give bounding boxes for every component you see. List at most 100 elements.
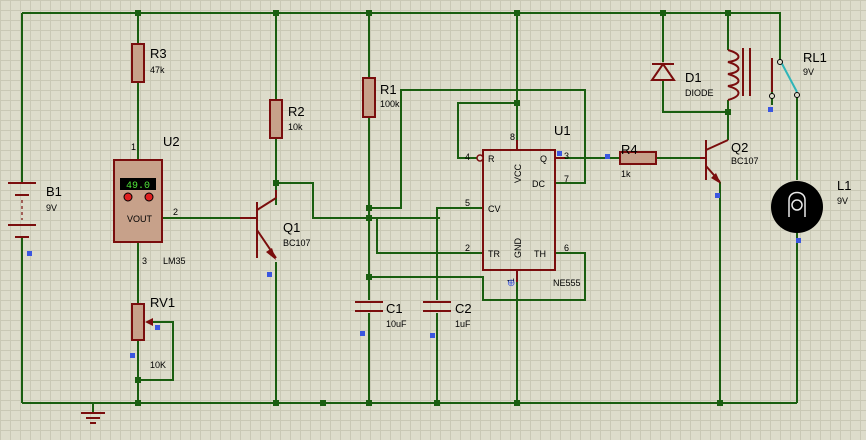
junction — [366, 205, 372, 211]
junction — [135, 377, 141, 383]
relay-rl1[interactable]: RL1 9V — [727, 48, 827, 112]
selection-marker — [605, 154, 610, 159]
rv1-ref: RV1 — [150, 295, 175, 310]
u1-pin-cv-label: CV — [488, 204, 501, 214]
junction — [366, 215, 372, 221]
u1-origin-icon: ⊕ — [507, 278, 515, 289]
u1-pin-gnd-label: GND — [513, 238, 523, 259]
rl1-value: 9V — [803, 67, 814, 77]
selection-marker — [796, 238, 801, 243]
r3-value: 47k — [150, 65, 165, 75]
r1-ref: R1 — [380, 82, 397, 97]
ground-symbol — [81, 403, 105, 424]
capacitor-c2[interactable]: C2 1uF — [423, 301, 472, 338]
u1-pin5: 5 — [465, 198, 470, 208]
r1-value: 100k — [380, 99, 400, 109]
wires — [21, 12, 798, 404]
selection-marker — [557, 151, 562, 156]
rl1-ref: RL1 — [803, 50, 827, 65]
wiper-arrow — [145, 318, 153, 326]
selection-marker — [130, 353, 135, 358]
junction — [135, 400, 141, 406]
u1-ref: U1 — [554, 123, 571, 138]
r4-ref: R4 — [621, 142, 638, 157]
selection-marker — [155, 325, 160, 330]
selection-marker — [27, 251, 32, 256]
junction — [717, 400, 723, 406]
junction — [273, 180, 279, 186]
decrement-button[interactable] — [123, 192, 133, 202]
u1-pin1: 1 — [506, 278, 516, 283]
transistor-q1[interactable]: Q1 BC107 — [240, 190, 311, 277]
wire-q1-collector — [276, 182, 440, 219]
u2-pin3: 3 — [142, 256, 147, 266]
junction — [366, 400, 372, 406]
selection-marker — [768, 107, 773, 112]
b1-ref: B1 — [46, 184, 62, 199]
resistor-r4[interactable]: R4 1k — [605, 142, 657, 179]
junction — [135, 10, 141, 16]
diode-d1[interactable]: D1 DIODE — [650, 62, 714, 98]
u1-pin7: 7 — [564, 174, 569, 184]
selection-marker — [360, 331, 365, 336]
wire-diode-bottom — [662, 80, 728, 113]
u1-pin8: 8 — [510, 132, 515, 142]
junction — [660, 10, 666, 16]
q2-ref: Q2 — [731, 140, 748, 155]
q2-value: BC107 — [731, 156, 759, 166]
c2-value: 1uF — [455, 319, 471, 329]
c1-ref: C1 — [386, 301, 403, 316]
u1-pin-r-label: R — [488, 154, 495, 164]
u1-pin2: 2 — [465, 243, 470, 253]
transistor-q2[interactable]: Q2 BC107 — [700, 139, 759, 198]
wire-r1-u1-pin7 — [369, 89, 586, 209]
junction — [320, 400, 326, 406]
capacitor-c1[interactable]: C1 10uF — [355, 301, 407, 336]
u1-pin-th-label: TH — [534, 249, 546, 259]
r4-value: 1k — [621, 169, 631, 179]
junction — [725, 109, 731, 115]
lamp-l1[interactable]: L1 9V — [771, 178, 851, 243]
wire-reset — [457, 102, 517, 159]
junction — [514, 400, 520, 406]
u1-pin3: 3 — [564, 151, 569, 161]
resistor-r1[interactable]: R1 100k — [362, 77, 400, 118]
temperature-display — [120, 178, 156, 190]
increment-button[interactable] — [144, 192, 154, 202]
q1-ref: Q1 — [283, 220, 300, 235]
resistor-r3[interactable]: R3 47k — [131, 43, 167, 83]
u1-pin-dc-label: DC — [532, 179, 545, 189]
u2-part: LM35 — [163, 256, 186, 266]
u1-pin4: 4 — [465, 152, 470, 162]
r2-ref: R2 — [288, 104, 305, 119]
potentiometer-rv1[interactable]: RV1 10K — [130, 295, 175, 370]
r3-ref: R3 — [150, 46, 167, 61]
junctions — [135, 10, 731, 406]
resistor-r2[interactable]: R2 10k — [269, 99, 305, 139]
b1-value: 9V — [46, 203, 57, 213]
u1-pin-tr-label: TR — [488, 249, 500, 259]
rv1-value: 10K — [150, 360, 166, 370]
timer-u1-ne555[interactable]: R VCC Q DC CV TR GND TH 4 8 3 7 5 2 6 1 … — [465, 123, 581, 289]
sensor-u2-lm35[interactable]: 49.0 VOUT U2 1 2 3 LM35 — [113, 134, 186, 266]
u2-pin1: 1 — [131, 142, 136, 152]
c1-value: 10uF — [386, 319, 407, 329]
battery-b1[interactable]: B1 9V — [8, 182, 62, 256]
u1-part: NE555 — [553, 278, 581, 288]
u2-vout-label: VOUT — [127, 214, 153, 224]
temperature-reading: 49.0 — [126, 181, 150, 192]
junction — [273, 10, 279, 16]
wire-thresh — [369, 252, 586, 301]
r2-value: 10k — [288, 122, 303, 132]
d1-value: DIODE — [685, 88, 714, 98]
relay-switch-arm — [779, 59, 798, 93]
junction — [366, 10, 372, 16]
selection-marker — [430, 333, 435, 338]
d1-ref: D1 — [685, 70, 702, 85]
l1-ref: L1 — [837, 178, 851, 193]
wire-cv — [436, 207, 483, 300]
c2-ref: C2 — [455, 301, 472, 316]
wire-rv1-wiper — [138, 321, 174, 381]
junction — [366, 274, 372, 280]
u1-pin-vcc-label: VCC — [513, 164, 523, 184]
